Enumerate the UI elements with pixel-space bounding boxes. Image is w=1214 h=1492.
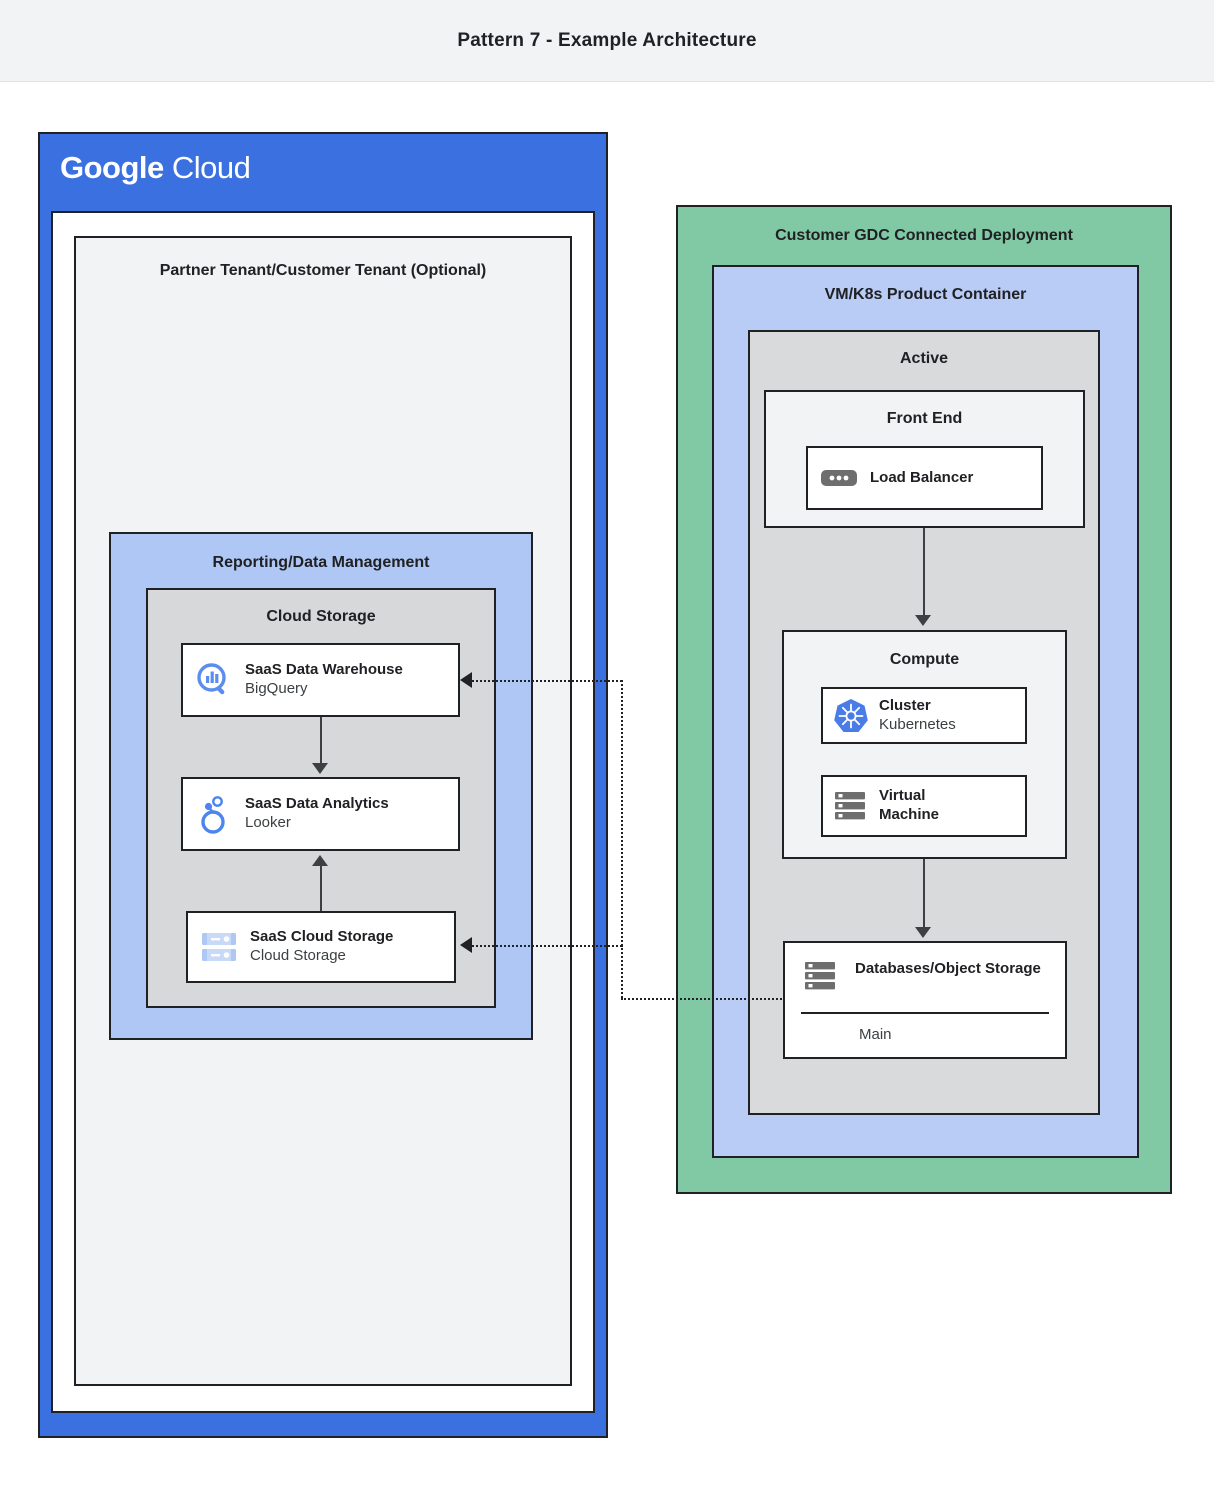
saas-data-analytics-title: SaaS Data Analytics bbox=[245, 795, 389, 813]
arrow-storage-to-analytics-head bbox=[312, 855, 328, 866]
arrow-storage-to-analytics-line bbox=[320, 866, 322, 911]
dotted-connector-to-storage bbox=[472, 945, 622, 947]
load-balancer-icon bbox=[808, 467, 870, 489]
partner-tenant-title: Partner Tenant/Customer Tenant (Optional… bbox=[159, 262, 487, 279]
google-cloud-logo-google: Google bbox=[60, 150, 164, 185]
database-storage-icon bbox=[801, 959, 841, 998]
compute-title: Compute bbox=[889, 651, 960, 668]
arrow-frontend-to-compute-head bbox=[915, 615, 931, 626]
kubernetes-cluster-subtitle: Kubernetes bbox=[879, 715, 956, 733]
cloud-storage-icon bbox=[188, 928, 250, 966]
vm-k8s-product-title: VM/K8s Product Container bbox=[824, 286, 1027, 303]
arrow-warehouse-to-analytics-head bbox=[312, 763, 328, 774]
kubernetes-cluster-text: Cluster Kubernetes bbox=[879, 697, 956, 735]
saas-data-analytics-text: SaaS Data Analytics Looker bbox=[245, 795, 389, 833]
google-cloud-logo: Google Cloud bbox=[60, 150, 251, 186]
database-instance-label: Main bbox=[859, 1026, 892, 1043]
dotted-connector-db-out bbox=[621, 998, 785, 1000]
load-balancer-card[interactable]: Load Balancer bbox=[806, 446, 1043, 510]
dotted-connector-to-warehouse-head bbox=[460, 672, 472, 688]
virtual-machine-text: Virtual Machine bbox=[879, 787, 939, 825]
load-balancer-title: Load Balancer bbox=[870, 468, 974, 486]
saas-cloud-storage-subtitle: Cloud Storage bbox=[250, 947, 346, 964]
databases-object-storage-title: Databases/Object Storage bbox=[855, 960, 1041, 977]
saas-data-warehouse-card[interactable]: SaaS Data Warehouse BigQuery bbox=[181, 643, 460, 717]
arrow-compute-to-database-line bbox=[923, 859, 925, 929]
page-title: Pattern 7 - Example Architecture bbox=[457, 29, 757, 51]
looker-icon bbox=[183, 793, 245, 835]
page-header: Pattern 7 - Example Architecture bbox=[0, 0, 1214, 82]
dotted-connector-storage-riser bbox=[621, 945, 623, 998]
kubernetes-cluster-title: Cluster bbox=[879, 696, 931, 714]
saas-cloud-storage-text: SaaS Cloud Storage Cloud Storage bbox=[250, 928, 393, 966]
saas-data-analytics-subtitle: Looker bbox=[245, 814, 291, 831]
dotted-connector-to-warehouse bbox=[472, 680, 622, 682]
arrow-frontend-to-compute-line bbox=[923, 528, 925, 617]
virtual-machine-title: Virtual Machine bbox=[879, 787, 940, 823]
arrow-warehouse-to-analytics-line bbox=[320, 717, 322, 765]
cloud-storage-group-title: Cloud Storage bbox=[266, 608, 376, 625]
saas-data-warehouse-text: SaaS Data Warehouse BigQuery bbox=[245, 661, 403, 699]
active-title: Active bbox=[899, 350, 949, 367]
dotted-connector-to-storage-head bbox=[460, 937, 472, 953]
bigquery-icon bbox=[183, 660, 245, 700]
dotted-connector-riser bbox=[621, 680, 623, 998]
load-balancer-text: Load Balancer bbox=[870, 469, 973, 488]
front-end-title: Front End bbox=[886, 410, 963, 427]
reporting-data-management-title: Reporting/Data Management bbox=[212, 554, 430, 571]
saas-data-analytics-card[interactable]: SaaS Data Analytics Looker bbox=[181, 777, 460, 851]
google-cloud-logo-cloud: Cloud bbox=[171, 150, 251, 185]
arrow-compute-to-database-head bbox=[915, 927, 931, 938]
saas-cloud-storage-card[interactable]: SaaS Cloud Storage Cloud Storage bbox=[186, 911, 456, 983]
saas-cloud-storage-title: SaaS Cloud Storage bbox=[250, 928, 394, 946]
databases-object-storage-card[interactable]: Databases/Object Storage Main bbox=[783, 941, 1067, 1059]
customer-gdc-deployment-title: Customer GDC Connected Deployment bbox=[775, 227, 1073, 244]
databases-divider bbox=[801, 1012, 1049, 1014]
virtual-machine-icon bbox=[823, 789, 879, 823]
virtual-machine-card[interactable]: Virtual Machine bbox=[821, 775, 1027, 837]
databases-object-storage-row: Databases/Object Storage bbox=[801, 959, 1049, 998]
saas-data-warehouse-title: SaaS Data Warehouse bbox=[245, 661, 403, 679]
kubernetes-icon bbox=[823, 696, 879, 736]
kubernetes-cluster-card[interactable]: Cluster Kubernetes bbox=[821, 687, 1027, 744]
saas-data-warehouse-subtitle: BigQuery bbox=[245, 680, 308, 697]
